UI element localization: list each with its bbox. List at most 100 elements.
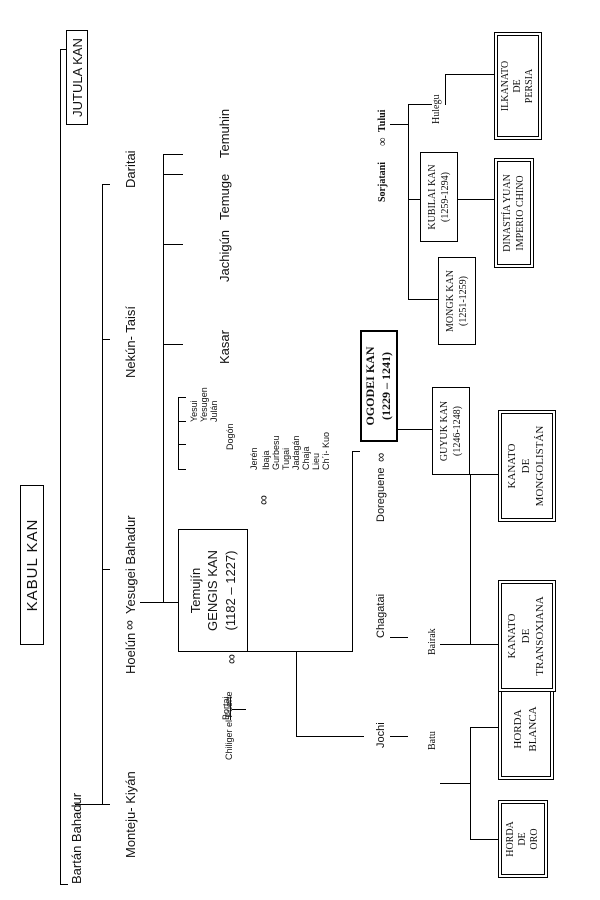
blanca-drop — [470, 727, 498, 728]
mongolistan-line2: DE — [520, 458, 533, 474]
yuan-drop — [458, 199, 494, 200]
hulegu-connector — [445, 75, 446, 105]
kubilai-years: (1259-1294) — [440, 172, 451, 222]
sibling-kasar: Kasar — [217, 330, 232, 364]
gen2-drop-monteju — [102, 804, 110, 805]
sibling-temuge: Temuge — [217, 173, 232, 220]
batu-stem — [390, 736, 408, 737]
wife-drop-3 — [178, 421, 186, 422]
jutula-box: JUTULA KAN — [66, 30, 88, 125]
wife-jeren: Jerén — [249, 447, 259, 470]
wife-gurbesu: Gurbesu — [271, 435, 281, 470]
mongolistan-line3: MONGOLISTÁN — [533, 425, 546, 507]
oro-line2: DE — [517, 832, 528, 846]
sibling-jachigun: Jachigún — [217, 229, 232, 282]
blanca-line2: BLANCA — [527, 706, 539, 752]
drop-jachigun — [163, 244, 183, 245]
oro-line3: ORO — [529, 828, 540, 850]
tului-sons-connector — [408, 105, 409, 300]
yuan-line2: IMPERIO CHINO — [515, 175, 526, 251]
wife-chikuo: Ch´i- Kuo — [321, 431, 331, 470]
guyuk-khan-box: GUYUK KAN (1246-1248) — [432, 387, 470, 475]
transoxiana-line3: TRANSOXIANA — [533, 596, 546, 676]
wives-group1-bar — [178, 398, 179, 470]
wife-doreguene: Doreguene — [375, 467, 387, 522]
persia-line1: ILKANATO — [500, 60, 511, 112]
wife-drop-2 — [178, 444, 186, 445]
wife-drop-4 — [178, 397, 186, 398]
wife-tugai: Tugai — [281, 447, 291, 470]
yesugei-label: Yesugei Bahadur — [123, 515, 138, 614]
hulegu-drop — [408, 104, 432, 105]
wife-chaja: Chaja — [301, 446, 311, 470]
mongk-name: MONGK KAN — [444, 270, 456, 332]
jutula-label: JUTULA KAN — [69, 38, 85, 117]
grandson-hulegu: Hulegu — [431, 94, 442, 124]
yesugei-children-connector — [163, 155, 164, 603]
persia-line2: DE — [512, 79, 523, 93]
wife-dogon: Dogón — [225, 423, 235, 450]
marriage-symbol-yesugei: ∞ — [121, 620, 137, 630]
genghis-name: Temujín — [187, 567, 203, 614]
grandson-bairak: Bairak — [427, 628, 438, 655]
batu-khanates-connector — [470, 728, 471, 840]
guyuk-years: (1246-1248) — [452, 406, 463, 456]
wife-lieu: Lieu — [311, 452, 321, 470]
monteju-label: Monteju- Kiyán — [123, 771, 138, 858]
transoxiana-drop — [470, 644, 498, 645]
wife-drop-1 — [178, 469, 186, 470]
wife-ibaja: Ibaja — [261, 450, 271, 470]
genghis-sons-stem — [248, 651, 352, 652]
gen2-connector — [102, 185, 103, 805]
genghis-years: (1182 – 1227) — [222, 550, 238, 631]
drop-kasar — [163, 344, 183, 345]
daritai-label: Daritai — [123, 150, 138, 188]
sibling-temuhin: Temuhin — [217, 108, 232, 158]
genghis-sons-connector — [352, 452, 353, 652]
ogodei-khan-box: OGODEI KAN (1229 – 1241) — [360, 330, 398, 442]
ogodei-years: (1229 – 1241) — [379, 352, 393, 421]
gen1-drop-bartan — [60, 884, 68, 885]
mongolistan-drop — [470, 474, 498, 475]
wife-jadagan: Jadagán — [291, 435, 301, 470]
marriage-symbol-ogodei: ∞ — [373, 452, 388, 462]
son-jochi: Jochi — [375, 722, 387, 748]
root-label: KABUL KAN — [23, 518, 41, 612]
bartan-label: Bartán Bahadur — [69, 792, 84, 884]
wife-yesui: Yesui — [189, 400, 199, 422]
transoxiana-line2: DE — [520, 628, 533, 644]
genghis-khan-box: Temujín GENGIS KAN (1182 – 1227) — [178, 529, 248, 652]
gen1-connector — [60, 50, 61, 885]
persia-drop — [445, 74, 494, 75]
ogodei-name: OGODEI KAN — [363, 346, 378, 426]
son-tului: Tului — [377, 109, 388, 132]
guyuk-name: GUYUK KAN — [438, 400, 450, 462]
transoxiana-line1: KANATO — [506, 613, 519, 659]
persia-line3: PERSIA — [524, 68, 535, 104]
marriage-symbol-wives: ∞ — [255, 495, 271, 505]
yuan-line1: DINASTÍA YUAN — [502, 174, 513, 252]
gen2-drop-daritai — [102, 184, 110, 185]
wife-sorjatani: Sorjatani — [377, 162, 388, 202]
oro-line1: HORDA — [505, 821, 516, 857]
bairak-khanates-stem — [440, 644, 470, 645]
hoelun-label: Hoelún — [123, 632, 138, 674]
gen2-drop-nekun — [102, 339, 110, 340]
nekun-label: Nekún- Taisí — [123, 305, 138, 378]
wife-yesugen: Yesugen — [199, 387, 209, 422]
genghis-title: GENGIS KAN — [205, 550, 221, 631]
drop-temuhin — [163, 154, 183, 155]
kubilai-name: KUBILAI KAN — [426, 164, 438, 230]
son-chagatai: Chagatai — [375, 593, 387, 638]
bairak-khanates-connector — [470, 475, 471, 645]
batu-khanates-stem — [440, 783, 470, 784]
bortai-connector — [232, 709, 246, 710]
marriage-symbol-genghis: ∞ — [223, 654, 239, 664]
yesugei-descent — [140, 602, 163, 603]
marriage-symbol-tului: ∞ — [375, 137, 389, 146]
